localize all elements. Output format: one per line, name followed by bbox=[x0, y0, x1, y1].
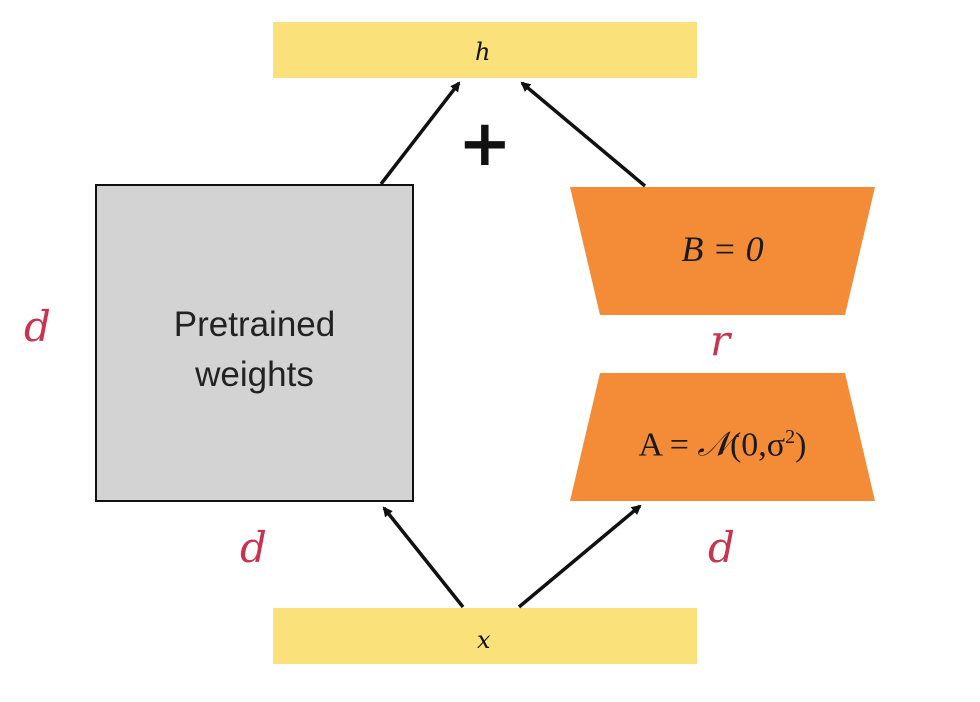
plus-sign: + bbox=[458, 107, 512, 181]
b-matrix-label: B = 0 bbox=[681, 229, 764, 269]
output-bar bbox=[273, 22, 697, 78]
a-matrix-label: A = 𝒩(0,σ2) bbox=[570, 426, 875, 464]
a-matrix-label-sup: 2 bbox=[785, 426, 796, 448]
dim-bottom-right-label: d bbox=[708, 523, 735, 572]
rank-label: r bbox=[710, 316, 731, 365]
pretrained-weights-label: Pretrained weights bbox=[96, 300, 413, 400]
b-matrix-shape bbox=[570, 187, 875, 315]
pretrained-label-line1: Pretrained bbox=[173, 305, 336, 344]
arrow-x-to-pretrained bbox=[382, 506, 465, 609]
a-matrix-label-prefix: A = bbox=[638, 426, 698, 464]
output-label: h bbox=[475, 38, 491, 66]
arrow-x-to-a bbox=[517, 504, 642, 609]
a-matrix-label-close: ) bbox=[795, 426, 807, 464]
a-matrix-shape bbox=[570, 373, 875, 501]
a-matrix-label-caln: 𝒩 bbox=[697, 426, 730, 464]
pretrained-weights-box bbox=[95, 184, 414, 502]
pretrained-label-line2: weights bbox=[195, 355, 314, 394]
input-bar bbox=[273, 608, 697, 664]
a-matrix-label-args: (0,σ bbox=[729, 426, 786, 464]
arrow-pretrained-to-h bbox=[379, 81, 461, 186]
arrow-b-to-h bbox=[520, 81, 647, 188]
dim-bottom-left-label: d bbox=[240, 523, 267, 572]
input-label: x bbox=[477, 626, 491, 654]
dim-left-label: d bbox=[24, 302, 51, 351]
